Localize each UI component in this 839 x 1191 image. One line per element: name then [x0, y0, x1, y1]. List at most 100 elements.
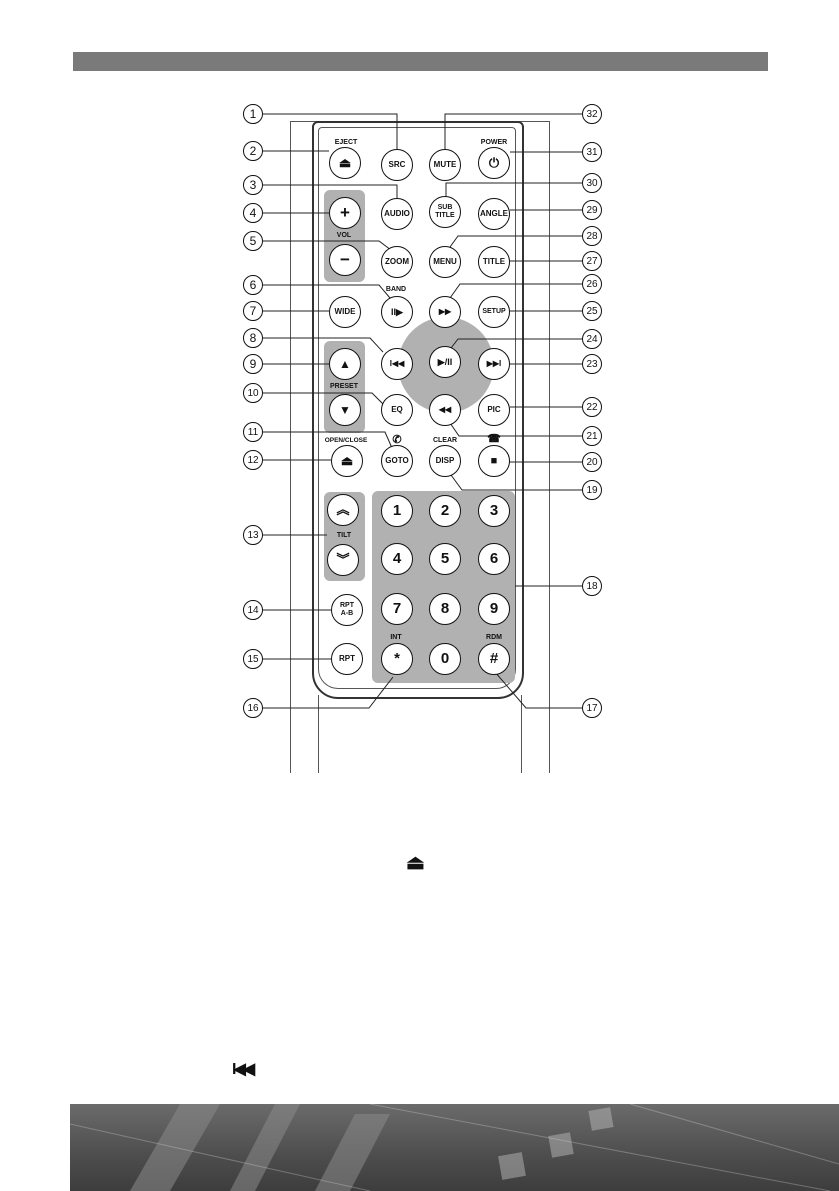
key-0[interactable]: 0 [429, 643, 461, 675]
band-button[interactable]: II▶ [381, 296, 413, 328]
callout-29: 29 [582, 200, 602, 220]
eject-button[interactable]: ⏏ [329, 147, 361, 179]
eject-symbol-icon: ⏏ [406, 852, 425, 874]
preset-up-button[interactable]: ▲ [329, 348, 361, 380]
key-9[interactable]: 9 [478, 593, 510, 625]
key-3[interactable]: 3 [478, 495, 510, 527]
key-2[interactable]: 2 [429, 495, 461, 527]
setup-button[interactable]: SETUP [478, 296, 510, 328]
callout-15: 15 [243, 649, 263, 669]
callout-27: 27 [582, 251, 602, 271]
hangup-icon: ☎ [487, 433, 501, 445]
audio-button[interactable]: AUDIO [381, 198, 413, 230]
zoom-button[interactable]: ZOOM [381, 246, 413, 278]
fast-forward-button[interactable]: ▶▶ [429, 296, 461, 328]
rail-line [318, 695, 319, 773]
open-close-label: OPEN/CLOSE [324, 437, 368, 444]
power-button[interactable]: ⏻ [478, 147, 510, 179]
subtitle-line1: SUB [437, 204, 453, 211]
callout-24: 24 [582, 329, 602, 349]
callout-22: 22 [582, 397, 602, 417]
int-label: INT [390, 634, 402, 641]
subtitle-line2: TITLE [435, 212, 455, 219]
disp-button[interactable]: DISP [429, 445, 461, 477]
rpt-ab-line1: RPT [340, 602, 354, 609]
remote-bezel [318, 127, 516, 689]
eq-button[interactable]: EQ [381, 394, 413, 426]
src-button[interactable]: SRC [381, 149, 413, 181]
callout-25: 25 [582, 301, 602, 321]
preset-down-button[interactable]: ▼ [329, 394, 361, 426]
key-star[interactable]: * [381, 643, 413, 675]
pic-button[interactable]: PIC [478, 394, 510, 426]
key-6[interactable]: 6 [478, 543, 510, 575]
call-icon: ✆ [392, 434, 402, 446]
callout-19: 19 [582, 480, 602, 500]
callout-17: 17 [582, 698, 602, 718]
preset-label: PRESET [329, 383, 359, 390]
tilt-up-button[interactable]: ︽ [327, 494, 359, 526]
callout-7: 7 [243, 301, 263, 321]
callout-32: 32 [582, 104, 602, 124]
callout-12: 12 [243, 450, 263, 470]
callout-23: 23 [582, 354, 602, 374]
callout-21: 21 [582, 426, 602, 446]
goto-button[interactable]: GOTO [381, 445, 413, 477]
rpt-button[interactable]: RPT [331, 643, 363, 675]
stop-button[interactable]: ■ [478, 445, 510, 477]
callout-5: 5 [243, 231, 263, 251]
power-label: POWER [480, 139, 508, 146]
prev-symbol-icon: I◀◀ [232, 1061, 255, 1078]
vol-label: VOL [336, 232, 352, 239]
callout-8: 8 [243, 328, 263, 348]
wide-button[interactable]: WIDE [329, 296, 361, 328]
angle-button[interactable]: ANGLE [478, 198, 510, 230]
footer-texture [70, 1104, 839, 1191]
key-8[interactable]: 8 [429, 593, 461, 625]
callout-30: 30 [582, 173, 602, 193]
mute-button[interactable]: MUTE [429, 149, 461, 181]
callout-20: 20 [582, 452, 602, 472]
prev-button[interactable]: I◀◀ [381, 348, 413, 380]
rewind-button[interactable]: ◀◀ [429, 394, 461, 426]
callout-11: 11 [243, 422, 263, 442]
tilt-down-button[interactable]: ︾ [327, 544, 359, 576]
rpt-ab-line2: A-B [340, 610, 354, 617]
key-1[interactable]: 1 [381, 495, 413, 527]
next-button[interactable]: ▶▶I [478, 348, 510, 380]
callout-16: 16 [243, 698, 263, 718]
key-7[interactable]: 7 [381, 593, 413, 625]
band-label: BAND [385, 286, 407, 293]
rdm-label: RDM [486, 634, 502, 641]
callout-31: 31 [582, 142, 602, 162]
rail-line [290, 121, 291, 773]
clear-label: CLEAR [432, 437, 458, 444]
rail-line [549, 121, 550, 773]
callout-9: 9 [243, 354, 263, 374]
vol-down-button[interactable]: − [329, 244, 361, 276]
callout-4: 4 [243, 203, 263, 223]
footer-banner-image [70, 1104, 839, 1191]
callout-26: 26 [582, 274, 602, 294]
callout-10: 10 [243, 383, 263, 403]
play-pause-button[interactable]: ▶/II [429, 346, 461, 378]
key-5[interactable]: 5 [429, 543, 461, 575]
header-bar [73, 52, 768, 71]
open-close-button[interactable]: ⏏ [331, 445, 363, 477]
callout-6: 6 [243, 275, 263, 295]
callout-13: 13 [243, 525, 263, 545]
menu-button[interactable]: MENU [429, 246, 461, 278]
callout-2: 2 [243, 141, 263, 161]
key-4[interactable]: 4 [381, 543, 413, 575]
tilt-label: TILT [336, 532, 352, 539]
eject-label: EJECT [334, 139, 358, 146]
key-hash[interactable]: # [478, 643, 510, 675]
rail-line [521, 695, 522, 773]
vol-up-button[interactable]: + [329, 197, 361, 229]
title-button[interactable]: TITLE [478, 246, 510, 278]
callout-1: 1 [243, 104, 263, 124]
